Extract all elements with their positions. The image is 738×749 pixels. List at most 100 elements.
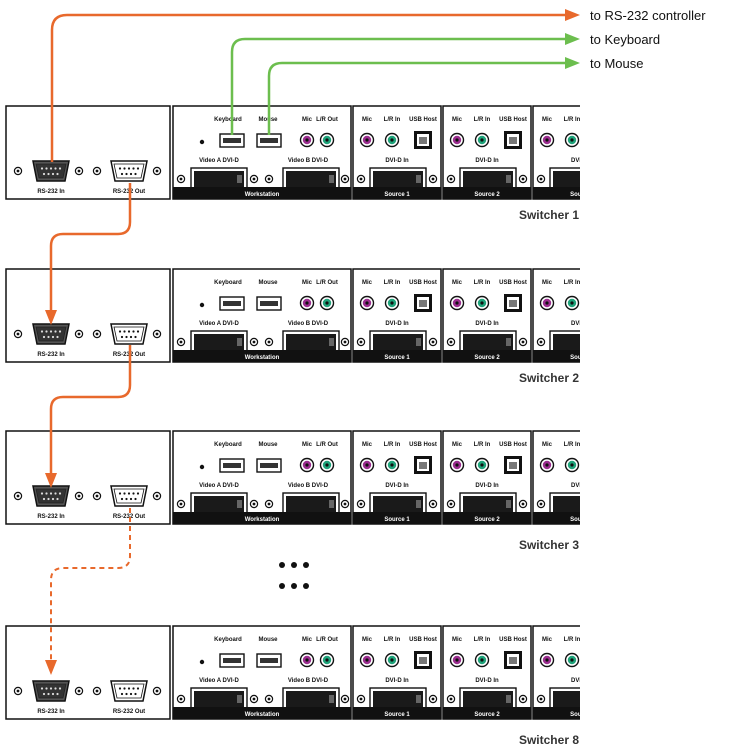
mic-label: Mic: [452, 117, 463, 123]
dvi-in-label: DVI-: [571, 678, 583, 684]
keyboard-port-label: Keyboard: [214, 117, 242, 123]
dvi-in-label: DVI-D In: [475, 158, 499, 164]
usb-host-label: USB Host: [589, 117, 617, 123]
mic-label: Mic: [302, 117, 313, 123]
workstation-label: Workstation: [245, 712, 280, 718]
usb-host-label: USB Host: [409, 637, 437, 643]
rs232-in-port: [32, 485, 70, 507]
rs232-controller-cable: [50, 9, 580, 162]
source-label: Source 2: [474, 712, 500, 718]
source-label: Sour: [570, 712, 584, 718]
dvi-in-label: DVI-D In: [385, 158, 409, 164]
video-b-label: Video B DVI-D: [288, 678, 329, 684]
mic-label: Mic: [362, 442, 373, 448]
mic-label: Mic: [362, 280, 373, 286]
mouse-port-label: Mouse: [258, 442, 278, 448]
usb-host-label: USB Host: [499, 637, 527, 643]
status-led-icon: [199, 464, 205, 470]
mouse-port-label: Mouse: [258, 280, 278, 286]
source-label: Source 1: [384, 517, 410, 523]
usb-host-label: USB Host: [409, 117, 437, 123]
workstation-label: Workstation: [245, 192, 280, 198]
lr-in-label: L/R In: [564, 637, 581, 643]
switcher-label-3: Switcher 3: [519, 538, 579, 552]
lr-out-label: L/R Out: [316, 637, 338, 643]
mouse-cable: [267, 57, 580, 135]
usb-host-port-icon: [594, 456, 612, 474]
workstation-label: Workstation: [245, 355, 280, 361]
mic-label: Mic: [452, 442, 463, 448]
mic-label: Mic: [452, 637, 463, 643]
source-label: Sour: [570, 192, 584, 198]
workstation-label: Workstation: [245, 517, 280, 523]
dvi-in-label: DVI-D In: [475, 321, 499, 327]
source-label: Sour: [570, 517, 584, 523]
dvi-in-label: DVI-D In: [475, 678, 499, 684]
lr-out-label: L/R Out: [316, 117, 338, 123]
source-label: Source 1: [384, 355, 410, 361]
keyboard-cable: [230, 33, 580, 135]
mic-label: Mic: [542, 117, 553, 123]
lr-in-label: L/R In: [474, 442, 491, 448]
rs232-in-port: [32, 680, 70, 702]
video-a-label: Video A DVI-D: [199, 321, 239, 327]
rs232-in-label: RS-232 In: [37, 514, 65, 520]
source-label: Source 1: [384, 192, 410, 198]
switcher-label-4: Switcher 8: [519, 733, 579, 747]
dvi-in-label: DVI-D In: [385, 321, 409, 327]
dvi-in-label: DVI-: [571, 321, 583, 327]
rs232-chain-cable-dashed: [45, 508, 131, 675]
status-led-icon: [199, 139, 205, 145]
video-a-label: Video A DVI-D: [199, 158, 239, 164]
video-b-label: Video B DVI-D: [288, 483, 329, 489]
rs232-out-port: [110, 323, 148, 345]
rs232-controller-label: to RS-232 controller: [590, 8, 706, 23]
video-b-label: Video B DVI-D: [288, 158, 329, 164]
usb-host-label: USB Host: [589, 637, 617, 643]
rs232-in-label: RS-232 In: [37, 352, 65, 358]
source-label: Source 2: [474, 192, 500, 198]
rs232-in-label: RS-232 In: [37, 189, 65, 195]
usb-host-port-icon: [594, 294, 612, 312]
mic-label: Mic: [302, 442, 313, 448]
mic-label: Mic: [362, 117, 373, 123]
video-b-label: Video B DVI-D: [288, 321, 329, 327]
rs232-out-port: [110, 160, 148, 182]
mouse-destination-label: to Mouse: [590, 56, 643, 71]
lr-in-label: L/R In: [384, 280, 401, 286]
keyboard-destination-label: to Keyboard: [590, 32, 660, 47]
lr-in-label: L/R In: [474, 637, 491, 643]
status-led-icon: [199, 659, 205, 665]
usb-host-label: USB Host: [589, 442, 617, 448]
mic-label: Mic: [362, 637, 373, 643]
switcher-label-2: Switcher 2: [519, 371, 579, 385]
dvi-in-label: DVI-D In: [475, 483, 499, 489]
lr-in-label: L/R In: [564, 280, 581, 286]
lr-in-label: L/R In: [564, 117, 581, 123]
lr-in-label: L/R In: [384, 442, 401, 448]
rs232-in-port: [32, 323, 70, 345]
screw-icon: [609, 175, 616, 182]
dvi-in-label: DVI-D In: [385, 483, 409, 489]
video-a-label: Video A DVI-D: [199, 678, 239, 684]
rs232-in-label: RS-232 In: [37, 709, 65, 715]
lr-out-label: L/R Out: [316, 280, 338, 286]
mouse-port-label: Mouse: [258, 637, 278, 643]
usb-host-label: USB Host: [409, 280, 437, 286]
usb-host-label: USB Host: [499, 280, 527, 286]
lr-in-label: L/R In: [474, 117, 491, 123]
source-label: Source 2: [474, 355, 500, 361]
dvi-in-label: DVI-: [571, 158, 583, 164]
